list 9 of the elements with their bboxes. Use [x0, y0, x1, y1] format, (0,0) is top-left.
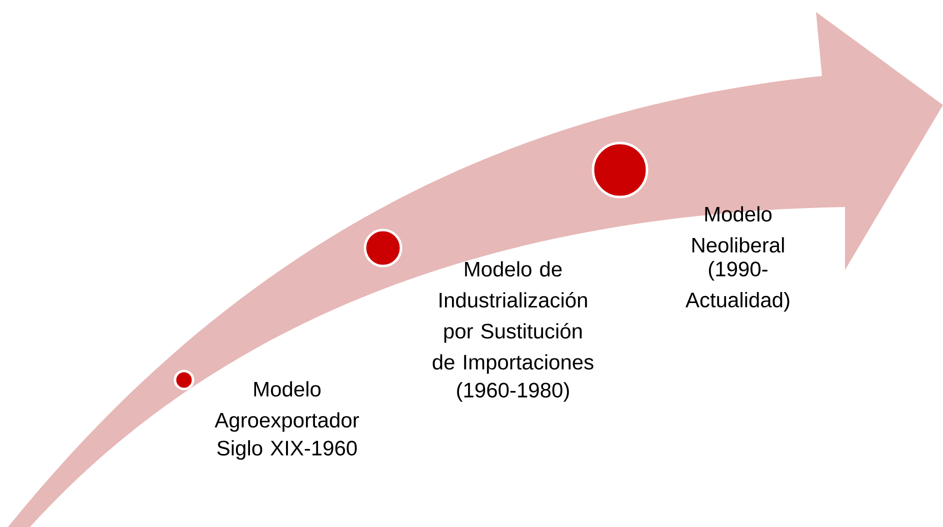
milestone-dot — [592, 142, 648, 198]
period-label: Siglo XIX-1960 — [217, 440, 357, 460]
milestone-dot — [174, 370, 194, 390]
period-label: (1990- Actualidad) — [686, 261, 790, 312]
period-label: Modelo Agroexportador — [214, 381, 360, 432]
milestone-dot — [364, 228, 402, 268]
period-label: Modelo Neoliberal — [692, 206, 784, 253]
period-label: (1960-1980) — [457, 382, 569, 402]
period-label: Modelo de Industrialización por Sustitución de Importaciones — [432, 261, 594, 374]
